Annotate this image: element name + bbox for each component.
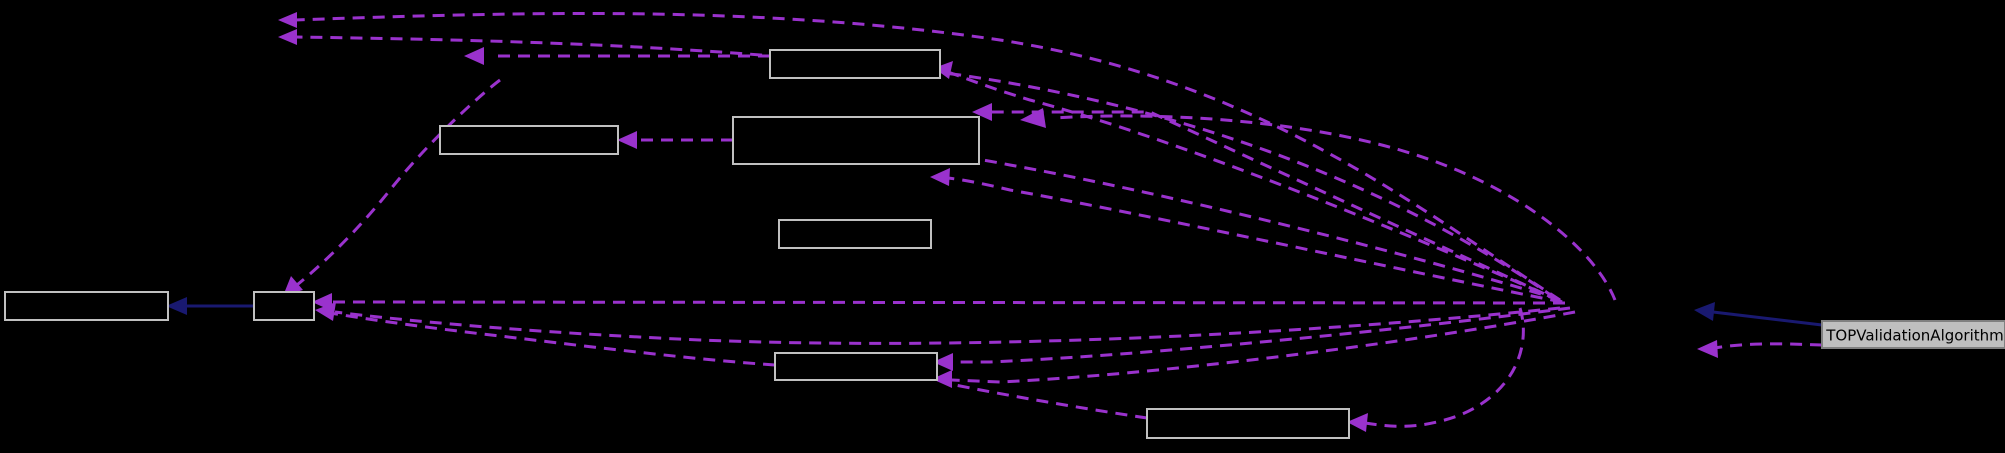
- edge-usage-17: [949, 382, 1148, 420]
- graph-node-n8[interactable]: [1146, 408, 1350, 439]
- edge-usage-7: [947, 154, 1561, 302]
- graph-node-topvalidationalgorithm[interactable]: TOPValidationAlgorithm: [1821, 320, 2005, 349]
- edge-usage-18: [1714, 342, 1823, 350]
- graph-node-n4[interactable]: [769, 49, 941, 79]
- arrowhead-inherit-2: [166, 297, 187, 315]
- arrowhead-usage-4: [934, 61, 953, 79]
- graph-node-n2[interactable]: [253, 291, 315, 321]
- edge-usage-10: [329, 300, 1566, 305]
- edge-usage-14: [951, 310, 1576, 384]
- arrowhead-usage-6: [617, 131, 637, 149]
- edge-usage-2: [294, 35, 1556, 300]
- edge-usage-5: [990, 110, 1563, 304]
- edge-inherit-1: [1712, 310, 1823, 327]
- edge-usage-11: [292, 78, 501, 290]
- arrowhead-usage-1: [278, 12, 297, 28]
- arrowhead-inherit-1: [1694, 302, 1715, 321]
- edge-usage-13: [952, 306, 1571, 364]
- arrowhead-usage-9: [1020, 108, 1046, 128]
- graph-node-n3[interactable]: [439, 125, 619, 155]
- graph-node-n6[interactable]: [778, 219, 932, 249]
- edge-usage-12: [334, 306, 1561, 345]
- edge-usage-9: [1054, 114, 1617, 301]
- arrowhead-usage-18: [1697, 340, 1718, 358]
- node-layer: TOPValidationAlgorithm: [4, 49, 2005, 439]
- edge-usage-1: [294, 11, 1561, 302]
- graph-node-n7[interactable]: [774, 352, 938, 381]
- arrowhead-usage-2: [278, 29, 297, 45]
- graph-node-label-topvalidationalgorithm: TOPValidationAlgorithm: [1825, 327, 2004, 345]
- arrowhead-usage-3: [464, 47, 484, 65]
- arrowhead-usage-13: [933, 353, 953, 371]
- edge-usage-4: [947, 70, 1559, 302]
- arrowhead-usage-8: [930, 168, 950, 186]
- edge-usage-15: [329, 311, 776, 367]
- edge-usage-8: [947, 176, 1563, 304]
- arrowhead-usage-16: [1347, 413, 1368, 432]
- edge-layer: [166, 11, 1823, 432]
- arrowhead-usage-12: [315, 302, 336, 321]
- arrowhead-usage-5: [972, 103, 992, 121]
- graph-node-n1[interactable]: [4, 291, 169, 321]
- graph-node-n5[interactable]: [732, 116, 980, 165]
- edge-usage-16: [1364, 307, 1525, 428]
- arrowhead-usage-14: [932, 370, 952, 388]
